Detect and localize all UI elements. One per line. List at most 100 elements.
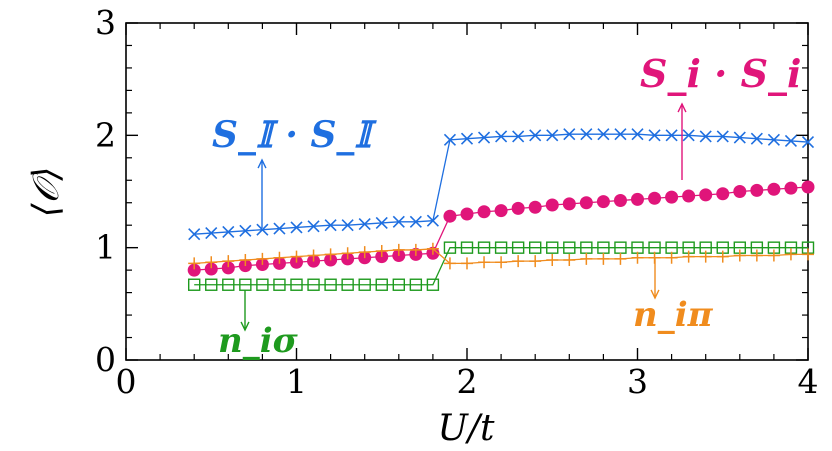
data-point (307, 220, 320, 233)
data-point (682, 189, 696, 203)
data-point (222, 255, 235, 268)
series-line (194, 247, 808, 286)
data-point (733, 185, 747, 198)
annotation-s-bond: S_𝕀 · S_𝕀 (212, 114, 377, 156)
data-point (750, 249, 763, 262)
data-point (546, 254, 559, 267)
data-point (307, 278, 320, 291)
data-point (221, 261, 235, 275)
data-point (699, 188, 713, 202)
data-point (290, 221, 303, 234)
x-tick-label: 0 (116, 362, 137, 401)
data-point (767, 249, 780, 262)
data-point (529, 129, 542, 142)
y-axis-label: ⟨𝒪⟩ (26, 167, 67, 218)
data-point (460, 132, 474, 145)
data-point (307, 249, 320, 262)
data-point (273, 222, 286, 235)
data-point (409, 278, 423, 291)
data-point (494, 204, 508, 218)
data-point (273, 251, 286, 264)
annotation-n-sigma: n_iσ (218, 321, 299, 361)
data-point (495, 256, 508, 269)
annotations: S_𝕀 · S_𝕀S_i · S_in_iσn_iπ (212, 51, 801, 361)
data-point (239, 254, 252, 267)
annotation-n-pi: n_iπ (633, 295, 714, 335)
data-point (529, 255, 542, 268)
data-point (187, 263, 201, 277)
data-point (409, 243, 422, 256)
data-point (528, 200, 542, 214)
data-point (597, 128, 610, 141)
arrow-head (677, 102, 687, 113)
data-point (733, 131, 746, 144)
data-point (426, 214, 439, 227)
data-point (682, 129, 695, 142)
data-point (358, 218, 371, 231)
data-point (290, 250, 303, 263)
arrow-s-bond (257, 158, 267, 228)
data-point (256, 223, 269, 236)
data-point (750, 183, 764, 197)
data-point (562, 197, 576, 211)
data-point (341, 278, 354, 291)
data-point (546, 129, 559, 142)
data-point (665, 190, 679, 204)
data-point (801, 180, 815, 194)
data-point (443, 241, 457, 254)
x-tick-label: 3 (627, 362, 648, 401)
data-point (563, 254, 576, 267)
data-point (579, 196, 593, 210)
data-point (801, 136, 815, 149)
data-point (204, 262, 218, 276)
data-point (478, 256, 491, 269)
data-point (716, 250, 729, 263)
x-axis-label: U/t (438, 408, 495, 449)
data-point (290, 278, 303, 291)
data-point (426, 242, 439, 255)
data-point (597, 252, 610, 265)
y-tick-label: 0 (95, 340, 116, 379)
data-point (750, 132, 763, 145)
series-3 (188, 242, 814, 270)
data-point (358, 246, 371, 259)
data-point (205, 226, 218, 240)
data-point (699, 130, 712, 143)
data-point (784, 134, 798, 148)
data-point (784, 181, 798, 195)
data-point (511, 241, 525, 254)
data-point (188, 257, 201, 270)
data-point (341, 247, 354, 260)
data-point (324, 219, 337, 232)
data-point (443, 257, 456, 270)
data-point (613, 193, 627, 207)
data-point (546, 241, 559, 254)
x-tick-label: 2 (457, 362, 478, 401)
y-tick-label: 3 (95, 3, 116, 42)
series-0 (188, 128, 815, 241)
data-point (477, 241, 491, 254)
arrow-head (240, 321, 250, 332)
data-point (273, 278, 286, 291)
data-point (341, 219, 354, 232)
data-point (665, 129, 678, 142)
data-point (392, 278, 405, 291)
data-point (495, 130, 508, 143)
data-point (716, 187, 730, 201)
data-point (580, 128, 593, 141)
data-point (614, 128, 627, 141)
data-point (545, 198, 559, 212)
data-point (461, 257, 473, 270)
data-point (256, 252, 269, 265)
y-tick-label: 2 (95, 115, 116, 154)
data-point (733, 249, 746, 262)
data-point (324, 248, 337, 261)
data-point (665, 251, 678, 264)
arrow-n-sigma (240, 290, 250, 332)
data-point (614, 252, 627, 265)
data-point (716, 130, 729, 143)
data-point (512, 255, 525, 268)
data-point (222, 225, 235, 239)
